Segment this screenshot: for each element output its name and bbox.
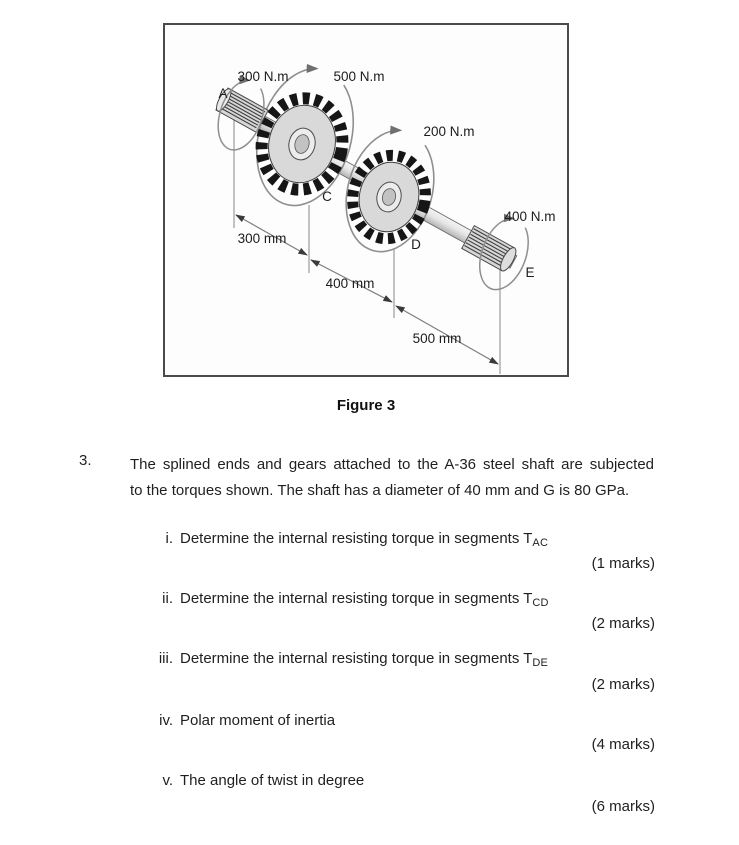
point-label-c: C [322, 189, 332, 204]
torque-label-e: 400 N.m [504, 209, 555, 224]
question-item-iv: iv. Polar moment of inertia [140, 712, 655, 731]
item-numeral: v. [162, 772, 173, 789]
torque-arrow-d [345, 125, 435, 253]
question-statement: The splined ends and gears attached to t… [130, 452, 654, 504]
item-numeral: i. [165, 530, 174, 547]
question-line-1: The splined ends and gears attached to t… [130, 456, 654, 473]
marks-i: (1 marks) [591, 555, 655, 572]
question-number: 3. [79, 452, 92, 469]
torque-arrow-e [479, 213, 529, 291]
point-label-e: E [525, 265, 534, 280]
question-line-2: to the torques shown. The shaft has a di… [130, 482, 630, 499]
shaft-diagram: A 300 N.m 500 N.m 200 N.m 400 N.m C D E … [215, 63, 556, 374]
item-subscript: DE [532, 657, 549, 669]
item-text: The angle of twist in degree [180, 772, 365, 789]
point-label-a: A [218, 86, 227, 101]
extension-lines [233, 120, 501, 374]
item-text: Determine the internal resisting torque … [180, 590, 533, 607]
gear-c [255, 92, 349, 196]
item-text: Determine the internal resisting torque … [180, 650, 533, 667]
item-subscript: AC [532, 537, 549, 549]
item-numeral: ii. [162, 590, 173, 607]
torque-arrow-c [256, 63, 354, 207]
point-label-d: D [411, 237, 421, 252]
dim-label-cd: 400 mm [326, 276, 375, 291]
item-numeral: iv. [159, 712, 173, 729]
gear-d [347, 149, 431, 245]
dimension-lines [235, 214, 499, 365]
item-numeral: iii. [158, 650, 173, 667]
question-item-ii: ii. Determine the internal resisting torq… [140, 590, 655, 609]
torque-label-c: 500 N.m [333, 69, 384, 84]
item-subscript: CD [532, 597, 549, 609]
marks-ii: (2 marks) [591, 615, 655, 632]
dim-label-de: 500 mm [413, 331, 462, 346]
marks-iii: (2 marks) [591, 676, 655, 693]
spline-end-e [461, 224, 517, 272]
marks-iv: (4 marks) [591, 736, 655, 753]
item-text: Polar moment of inertia [180, 712, 336, 729]
marks-v: (6 marks) [591, 798, 655, 815]
question-item-iii: iii. Determine the internal resisting tor… [140, 650, 655, 669]
question-item-i: i. Determine the internal resisting torqu… [140, 530, 655, 549]
torque-arrow-a [217, 75, 265, 151]
torque-label-a: 300 N.m [237, 69, 288, 84]
figure-panel: A 300 N.m 500 N.m 200 N.m 400 N.m C D E … [163, 23, 569, 377]
dim-label-ac: 300 mm [238, 231, 287, 246]
torque-label-d: 200 N.m [423, 124, 474, 139]
question-item-v: v. The angle of twist in degree [140, 772, 655, 791]
figure-caption: Figure 3 [336, 397, 396, 414]
item-text: Determine the internal resisting torque … [180, 530, 533, 547]
